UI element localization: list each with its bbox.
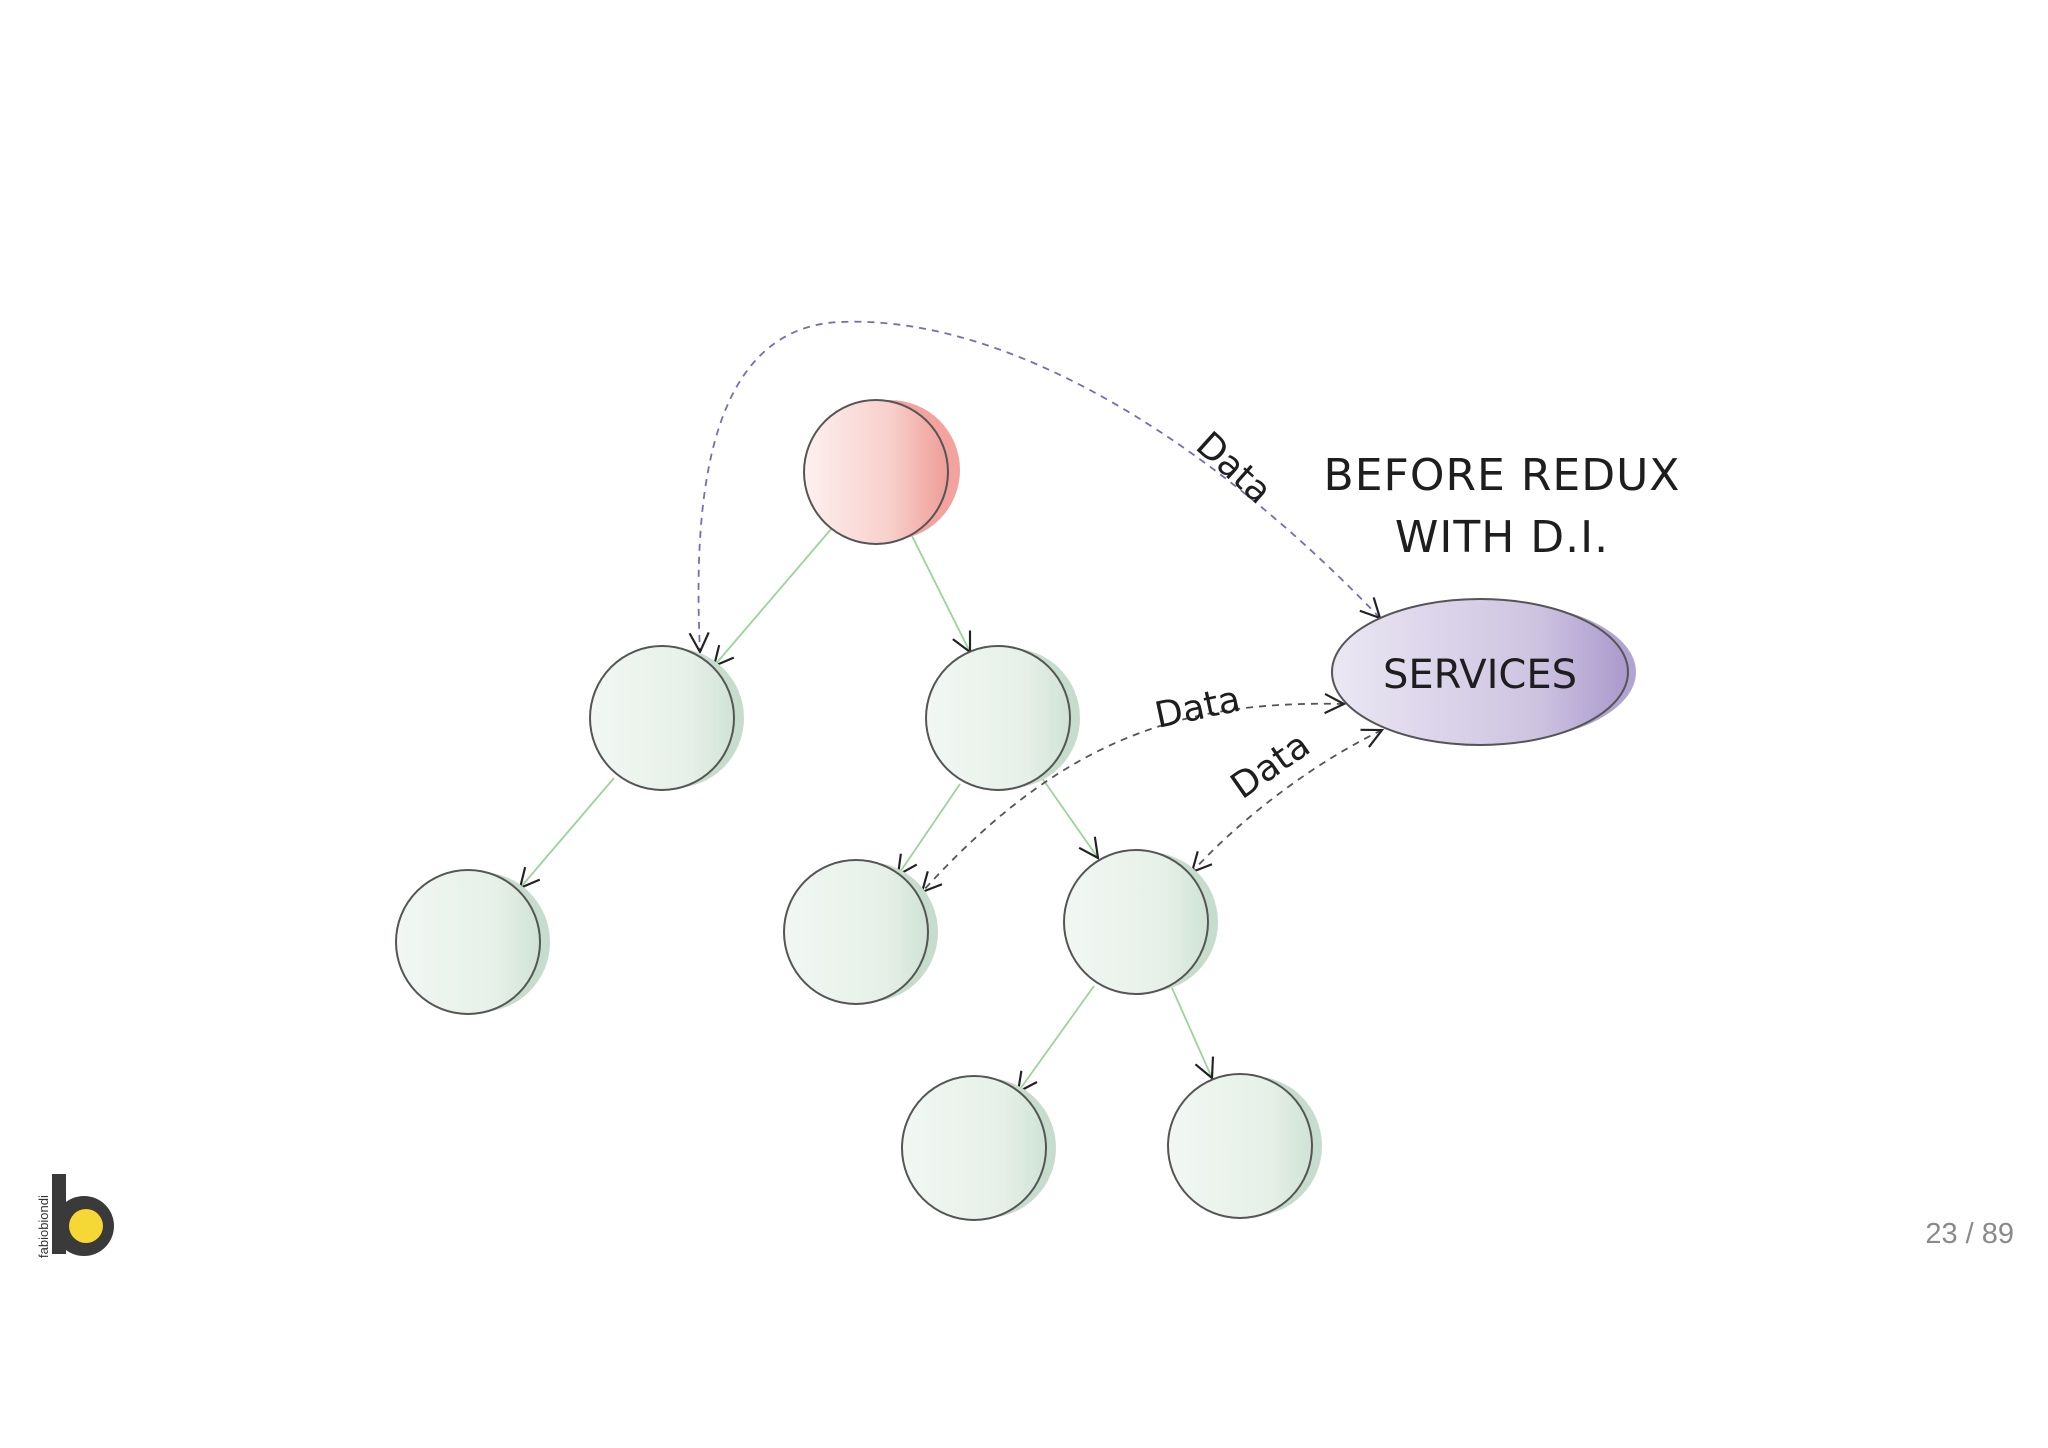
services-node: SERVICES — [1331, 598, 1636, 746]
edge-child-leaf-b — [1171, 987, 1212, 1078]
node-level1-right — [925, 645, 1080, 791]
edge-label-low: Data — [1224, 724, 1318, 807]
data-link-low — [1192, 730, 1382, 872]
node-level3-left — [901, 1075, 1056, 1221]
node-level3-right — [1167, 1073, 1322, 1219]
node-level2-middle — [783, 859, 938, 1005]
edge-right-mid — [898, 783, 961, 875]
data-link-top — [699, 320, 1380, 652]
edge-child-leaf-a — [1018, 985, 1095, 1092]
services-label: SERVICES — [1383, 652, 1577, 698]
edge-right-child — [1041, 777, 1098, 858]
edge-label-mid: Data — [1151, 679, 1244, 737]
diagram-title-line1: BEFORE REDUX — [1324, 450, 1681, 501]
logo-text: fabiobiondi — [36, 1195, 51, 1258]
page-indicator: 23 / 89 — [1925, 1218, 2014, 1250]
edge-label-top: Data — [1188, 424, 1279, 512]
root-node — [803, 399, 960, 545]
node-level2-right — [1063, 849, 1218, 995]
data-link-mid — [922, 704, 1344, 892]
fabiobiondi-logo: fabiobiondi — [36, 1174, 114, 1258]
node-level2-leftmost — [395, 869, 550, 1015]
node-level1-left — [589, 645, 744, 791]
tree-edges — [520, 527, 1212, 1092]
edge-left-leaf — [520, 777, 615, 888]
edge-root-right — [911, 535, 970, 652]
diagram-title-line2: WITH D.I. — [1395, 512, 1609, 563]
edge-root-left — [714, 527, 833, 666]
